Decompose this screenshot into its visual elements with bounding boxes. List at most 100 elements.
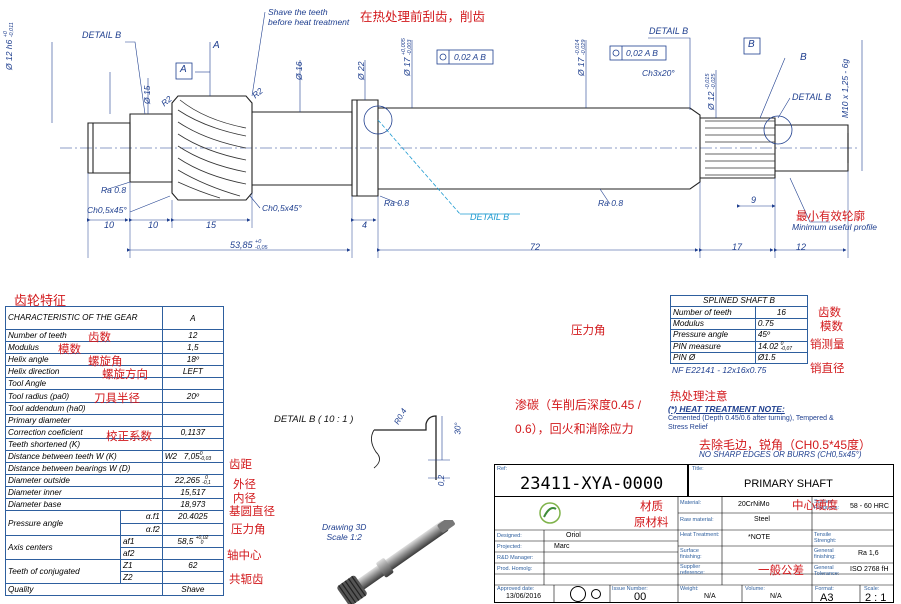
weight-label: Weight: [680, 586, 699, 592]
ref-cell [494, 464, 688, 497]
prod-label: Prod. Homolg: [497, 566, 533, 572]
issue-label: Issue Number: [612, 586, 648, 592]
datum-b-box [743, 37, 761, 55]
datum-a-label: A [213, 40, 220, 51]
surface-label: Surface finishing: [680, 548, 702, 560]
gear-title-cn: 齿轮特征 [14, 293, 67, 308]
projection-symbol-small [591, 589, 601, 599]
row-value: 0.75 [754, 317, 809, 331]
row-sub: Z2 [120, 570, 163, 584]
min-profile-cn: 最小有效轮廓 [796, 211, 865, 223]
row-value [161, 437, 225, 451]
roughness-1: Ra 0.8 [101, 185, 127, 195]
heat-note-line1: Cemented (Depth 0.45/0.6 after turning),… [668, 415, 834, 422]
detail-h02: 0,2 [437, 474, 447, 487]
heat-label: Heat Treatment: [680, 532, 720, 538]
row-label: Pressure angle [670, 329, 756, 342]
cn-helix-angle: 螺旋角 [88, 356, 123, 368]
format-label: Format: [815, 586, 834, 592]
spline-lines [705, 120, 775, 176]
dia-12-b: Ø 12 -0,015-0,025 [705, 73, 717, 110]
dia-17-a: Ø 17 +0,005-0,003 [401, 38, 413, 76]
row-value [161, 413, 225, 427]
datum-a-box-label: A [180, 64, 187, 75]
row-sub: α.f2 [120, 522, 163, 536]
volume-value: N/A [770, 593, 782, 600]
shave-note-cn: 在热处理前刮齿，削齿 [360, 10, 486, 24]
dim-4: 4 [362, 220, 368, 230]
row-label: PIN measure [670, 340, 756, 353]
row-value [161, 377, 225, 391]
heat-note-body: Cemented (Depth 0.45/0.6 after turning),… [668, 414, 834, 432]
row-label: Distance between teeth W (K) [5, 449, 163, 464]
row-label: Number of teeth [5, 328, 163, 343]
row-sub: af2 [120, 546, 163, 560]
row-label: Axis centers [5, 534, 121, 560]
projected-value: Marc [554, 543, 570, 550]
detail-b-circle [363, 105, 393, 135]
view3d-title: Drawing 3D [322, 522, 367, 532]
title-cell [688, 464, 894, 497]
row-value: 12 [161, 328, 225, 343]
gen-tol-label: General Tolerance: [814, 565, 840, 577]
detail-b-label-collar: DETAIL B [470, 212, 510, 222]
cn-teeth: 齿数 [88, 332, 111, 344]
detail-angle: 30° [453, 422, 463, 435]
dim-total: 53,85 +0-0,05 [230, 239, 268, 251]
detail-b-title: DETAIL B ( 10 : 1 ) [274, 414, 354, 425]
cn-inner: 内径 [233, 493, 256, 505]
dim-10-b: 10 [148, 220, 159, 230]
detail-b-label-left: DETAIL B [82, 30, 122, 40]
material-value: 20CrNiMo [738, 501, 770, 508]
shave-note-line1: Shave the teeth [268, 7, 328, 17]
dim-12: 12 [796, 242, 807, 252]
row-value: Ø1.5 [754, 351, 809, 365]
row-value: 18,973 [161, 498, 225, 512]
dia-15: Ø 15 [142, 85, 152, 104]
shaft-drawing [51, 11, 863, 258]
rd-label: R&D Manager: [497, 555, 534, 561]
dia-12-h6: Ø 12 h6 +0-0,011 [3, 22, 15, 70]
approved-value: 13/06/2016 [506, 593, 542, 600]
row-value [161, 401, 225, 415]
table-row: Distance between teeth W (K)W2 7,050-0,0… [5, 449, 225, 464]
cn-tool-radius: 刀具半径 [94, 393, 140, 405]
table-row: Tool radius (pa0)20º [5, 389, 225, 403]
spline-nf: NF E22141 - 12x16x0.75 [672, 365, 767, 375]
detail-b-label-right: DETAIL B [649, 26, 689, 36]
table-row: Tool Angle [5, 377, 225, 391]
material-cn: 材质 [640, 501, 663, 513]
datum-b-label: B [800, 52, 807, 63]
row-value: 22,265 0-0,1 [161, 474, 225, 488]
spline-title: SPLINED SHAFT B [670, 294, 808, 308]
heat-note-cn: 热处理注意 [670, 391, 728, 403]
row-value [161, 570, 225, 584]
dim-10-a: 10 [104, 220, 115, 230]
row-value: 20.4025 [161, 510, 225, 524]
cn-outer: 外径 [233, 479, 256, 491]
row-value: Shave [161, 582, 225, 597]
cn-spline-pin: 销测量 [810, 339, 845, 351]
cn-correction: 校正系数 [106, 431, 152, 443]
gen-tol-cn: 一般公差 [758, 565, 804, 577]
title-label: Title: [692, 466, 704, 472]
gen-fin-label: General finishing: [814, 548, 836, 560]
datum-a-box [175, 62, 193, 80]
heat-note-line2: Stress Relief [668, 424, 708, 431]
datum-b-box-label: B [748, 39, 755, 50]
projected-label: Projected: [497, 544, 522, 550]
row-value: W2 7,050-0,03 [161, 449, 225, 464]
row-label: Diameter base [5, 498, 163, 512]
chamfer-3x20: Ch3x20° [642, 68, 675, 78]
